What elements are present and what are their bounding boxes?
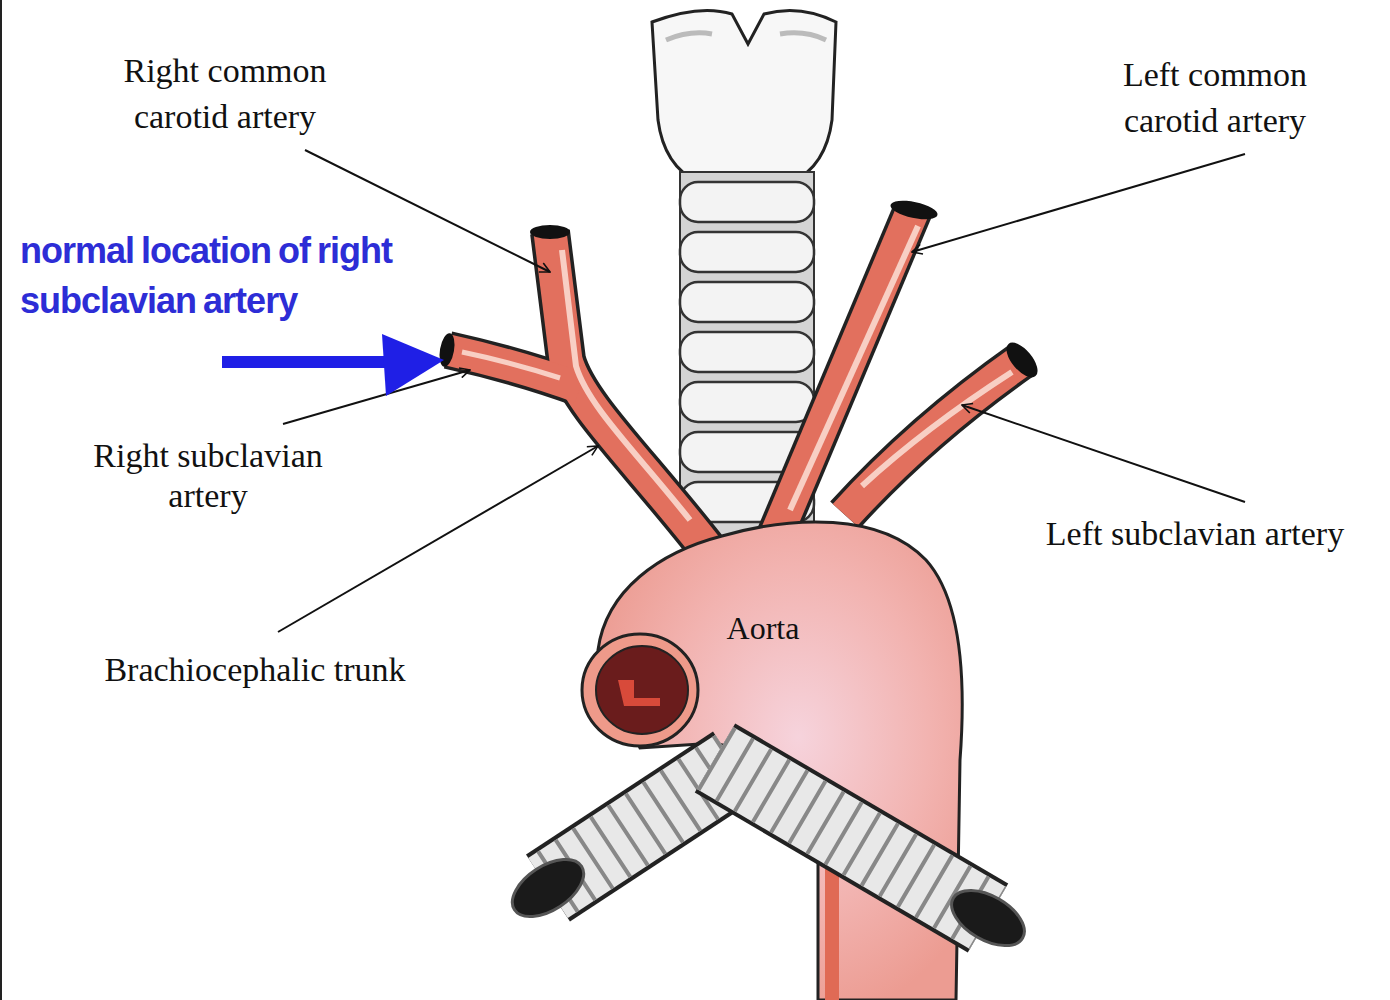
- artery-highlight: [562, 250, 690, 520]
- bronchus-cut-end: [502, 848, 593, 928]
- artery-outline: [845, 360, 1022, 515]
- pointer-arrow: [222, 356, 392, 368]
- part-label: Aorta: [693, 608, 833, 648]
- arteries: [448, 210, 1022, 552]
- subclavian-artery: [845, 360, 1022, 515]
- trachea-ring: [680, 332, 814, 372]
- vessel-cut-end: [1001, 337, 1043, 382]
- trachea-ring: [680, 182, 814, 222]
- leader-lines: [278, 150, 1245, 632]
- bronchus-outline: [715, 758, 988, 918]
- leader-line: [912, 154, 1245, 252]
- frame-edge: [0, 0, 2, 1000]
- part-label: Right subclavian artery: [58, 436, 358, 516]
- annotation-label: normal location of right subclavian arte…: [20, 226, 500, 326]
- trachea-ring: [680, 232, 814, 272]
- bronchus: [715, 758, 988, 918]
- vessel-cut-end: [437, 332, 457, 368]
- aorta-lumen: [596, 646, 688, 734]
- vessel-cut-end: [530, 225, 570, 239]
- artery-highlight: [462, 352, 560, 378]
- leader-line: [283, 370, 470, 424]
- pointer-arrowhead: [382, 334, 444, 396]
- bronchi: [548, 758, 988, 918]
- subclavian-artery: [448, 350, 580, 388]
- larynx: [652, 10, 836, 182]
- part-label: Right common carotid artery: [90, 48, 360, 140]
- part-label: Left subclavian artery: [1045, 514, 1345, 554]
- leader-line: [278, 446, 598, 632]
- artery-highlight: [790, 226, 918, 510]
- aorta-lumen-detail: [618, 680, 660, 706]
- bronchus-rings: [715, 758, 988, 918]
- trachea-ring: [680, 382, 814, 422]
- aorta-cut-end: [582, 634, 698, 746]
- trachea-ring: [680, 282, 814, 322]
- leader-line: [962, 405, 1245, 502]
- artery-highlight: [862, 372, 1012, 486]
- vessel-cut-end: [889, 197, 939, 223]
- part-label: Brachiocephalic trunk: [95, 650, 415, 690]
- bronchus-cut-end: [942, 879, 1033, 957]
- larynx-shade: [666, 33, 826, 40]
- part-label: Left common carotid artery: [1080, 52, 1350, 144]
